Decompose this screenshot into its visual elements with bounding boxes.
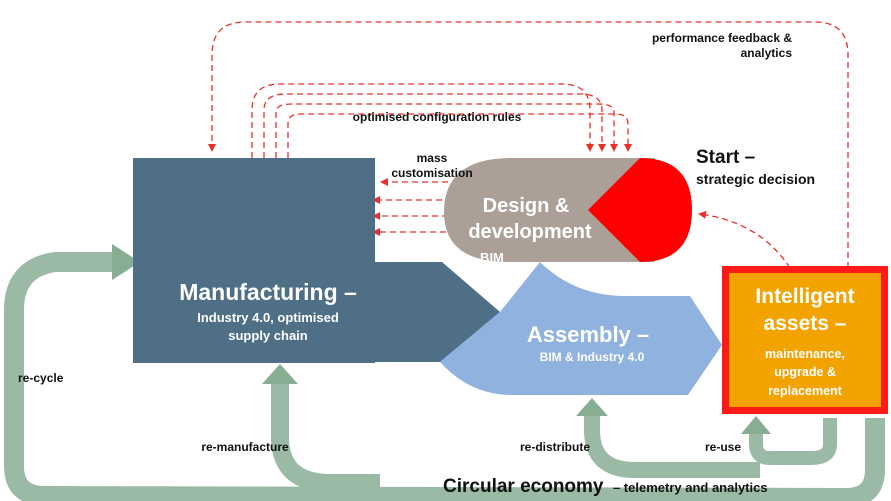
- recycle-loop: [4, 252, 885, 501]
- design-line1: Design &: [483, 195, 570, 217]
- recycle-label: re-cycle: [18, 371, 64, 385]
- reuse-arrowhead: [741, 416, 771, 434]
- feedback-dashed-lines: [208, 21, 849, 269]
- manufacturing-title: Manufacturing –: [179, 279, 357, 305]
- assembly-sub: BIM & Industry 4.0: [540, 350, 645, 364]
- circular-economy-sub: – telemetry and analytics: [613, 480, 768, 495]
- assets-node: Intelligent assets – maintenance, upgrad…: [722, 266, 888, 414]
- assets-box: [729, 273, 881, 407]
- manufacturing-node: Manufacturing – Industry 4.0, optimised …: [133, 158, 500, 363]
- feedback-label-line1: performance feedback &: [652, 31, 792, 45]
- circular-economy-loop: [4, 244, 885, 501]
- assembly-title: Assembly –: [527, 322, 649, 347]
- config-rules-label: optimised configuration rules: [353, 110, 522, 124]
- assets-sub3: replacement: [768, 384, 842, 398]
- assets-line1: Intelligent: [755, 285, 854, 308]
- reuse-loop: [749, 418, 837, 465]
- start-node: Start – strategic decision: [588, 147, 815, 262]
- assets-line2: assets –: [764, 312, 847, 335]
- edge-labels: performance feedback & analytics optimis…: [18, 31, 792, 497]
- config-rules-arch-1: [251, 83, 594, 158]
- mass-label-line2: customisation: [391, 166, 472, 180]
- redistribute-label: re-distribute: [520, 440, 590, 454]
- performance-feedback-line: [208, 21, 849, 268]
- circular-economy-label: Circular economy – telemetry and analyti…: [443, 476, 768, 497]
- design-node: Design & development - BIM: [444, 158, 655, 265]
- manufacturing-line1: Industry 4.0, optimised: [197, 310, 339, 325]
- config-rules-arch-2: [263, 93, 606, 158]
- redistribute-arrowhead: [576, 398, 608, 416]
- design-shape: [444, 158, 655, 262]
- assets-sub2: upgrade &: [774, 365, 836, 379]
- assets-to-start-line: [698, 210, 791, 269]
- recycle-arrowhead: [112, 244, 140, 280]
- assembly-shape: [440, 262, 722, 395]
- design-sub: - BIM: [472, 250, 504, 265]
- assembly-node: Assembly – BIM & Industry 4.0: [440, 262, 722, 395]
- start-sub: strategic decision: [696, 171, 815, 187]
- remanufacture-label: re-manufacture: [201, 440, 289, 454]
- config-rules-arch-4: [287, 113, 632, 158]
- mass-label-line1: mass: [417, 151, 448, 165]
- redistribute-loop: [584, 414, 760, 478]
- start-shape: [588, 158, 692, 262]
- assets-sub1: maintenance,: [765, 347, 845, 361]
- manufacturing-connector: [375, 262, 500, 362]
- manufacturing-line2: supply chain: [228, 328, 308, 343]
- feedback-label-line2: analytics: [741, 46, 793, 60]
- remanufacture-arrowhead: [262, 364, 298, 384]
- design-line2: development: [468, 221, 592, 243]
- start-title: Start –: [696, 147, 755, 168]
- circular-economy-main: Circular economy: [443, 476, 604, 497]
- reuse-label: re-use: [705, 440, 741, 454]
- remanufacture-loop: [271, 382, 380, 492]
- manufacturing-box: [133, 158, 375, 363]
